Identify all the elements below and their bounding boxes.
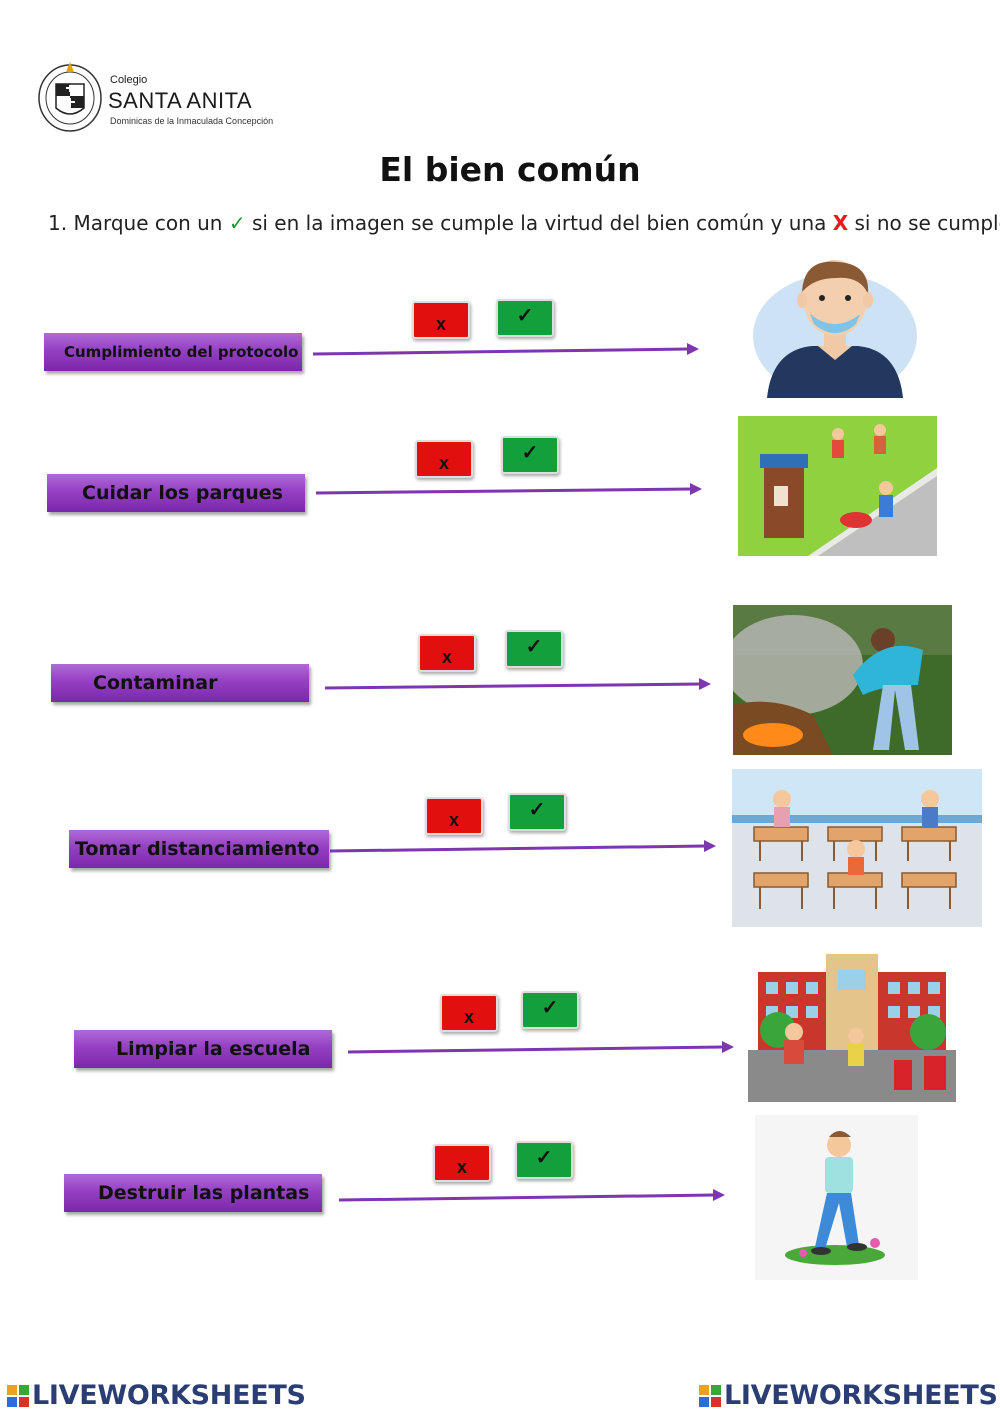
logo-name: SANTA ANITA: [108, 88, 253, 113]
arrow-5: [348, 1041, 734, 1054]
arrow-3: [325, 678, 711, 690]
school-logo: Colegio SANTA ANITA Dominicas de la Inma…: [36, 58, 276, 136]
liveworksheets-logo-icon: [699, 1384, 721, 1407]
row-label-4: Tomar distanciamiento: [69, 830, 329, 868]
check-button-1[interactable]: ✓: [496, 299, 554, 337]
x-button-2[interactable]: x: [415, 440, 473, 478]
x-button-4[interactable]: x: [425, 797, 483, 835]
row-label-2: Cuidar los parques: [47, 474, 305, 512]
instruction-prefix: 1. Marque con un: [48, 211, 223, 235]
x-button-6[interactable]: x: [433, 1144, 491, 1182]
x-button-5[interactable]: x: [440, 994, 498, 1032]
instruction-middle: si en la imagen se cumple la virtud del …: [251, 211, 827, 235]
row-label-1: Cumplimiento del protocolo: [44, 333, 302, 371]
check-button-4[interactable]: ✓: [508, 793, 566, 831]
logo-small-text: Colegio: [110, 74, 148, 86]
picture-4: [732, 769, 982, 927]
footer-brand-right: LIVEWORKSHEETS: [724, 1380, 998, 1411]
instruction-suffix: si no se cumple.: [854, 211, 1000, 235]
row-label-6: Destruir las plantas: [64, 1174, 322, 1212]
picture-3: [733, 605, 952, 755]
picture-1: [753, 260, 917, 398]
row-label-3: Contaminar: [51, 664, 309, 702]
check-icon: ✓: [228, 211, 246, 235]
check-button-6[interactable]: ✓: [515, 1141, 573, 1179]
x-icon: X: [832, 211, 849, 235]
check-button-2[interactable]: ✓: [501, 436, 559, 474]
check-button-3[interactable]: ✓: [505, 630, 563, 668]
page-title: El bien común: [379, 150, 641, 189]
x-button-1[interactable]: x: [412, 301, 470, 339]
school-seal-icon: [38, 62, 102, 132]
picture-2: [738, 416, 937, 556]
arrow-2: [316, 483, 702, 495]
picture-6: [755, 1115, 918, 1280]
row-label-5: Limpiar la escuela: [74, 1030, 332, 1068]
footer-logo-left: LIVEWORKSHEETS: [6, 1380, 306, 1411]
arrow-4: [330, 840, 716, 853]
arrow-6: [339, 1189, 725, 1202]
check-button-5[interactable]: ✓: [521, 991, 579, 1029]
liveworksheets-logo-icon: [7, 1384, 29, 1407]
footer-brand-left: LIVEWORKSHEETS: [32, 1380, 306, 1411]
picture-5: [748, 950, 956, 1102]
x-button-3[interactable]: x: [418, 634, 476, 672]
instruction: 1. Marque con un ✓ si en la imagen se cu…: [48, 211, 1000, 235]
logo-subtitle: Dominicas de la Inmaculada Concepción: [110, 116, 274, 126]
arrow-1: [313, 343, 699, 356]
footer-logo-right: LIVEWORKSHEETS: [698, 1380, 998, 1411]
